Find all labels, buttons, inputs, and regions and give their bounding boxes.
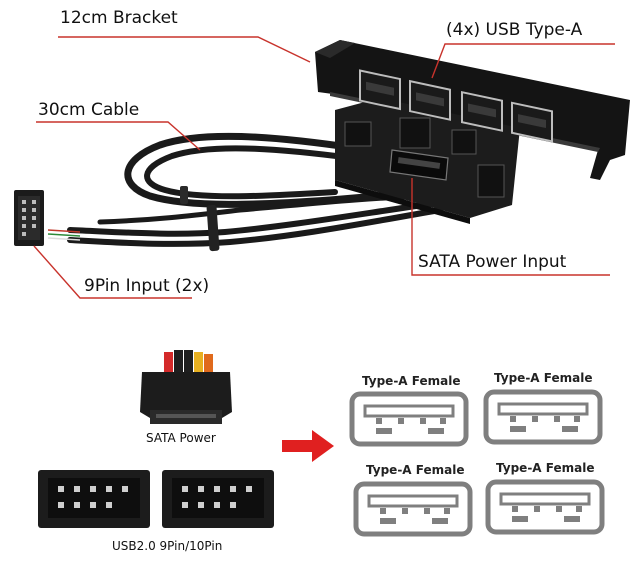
strand-red: [47, 229, 81, 233]
arrow-right-icon: [282, 430, 334, 462]
label-sata-power: SATA Power: [146, 431, 216, 445]
callout-line-pin: [33, 245, 192, 299]
card-usb-port-4: [511, 101, 553, 143]
callout-line-bracket: [58, 36, 311, 63]
label-usb-header: USB2.0 9Pin/10Pin: [112, 539, 223, 553]
sata-socket-slot: [397, 157, 441, 169]
cable-lower-3: [97, 193, 433, 225]
card-usb-port-3: [461, 90, 503, 132]
callout-bracket: 12cm Bracket: [60, 8, 178, 28]
card-usb-port-2: [409, 79, 451, 121]
bracket-top-tab: [315, 40, 355, 58]
callout-line-usb: [431, 43, 615, 79]
port-icon-1: [349, 391, 469, 447]
callout-line-cable: [36, 121, 201, 151]
wire-red: [164, 352, 173, 372]
wire-black-1: [174, 350, 183, 372]
cable-strands: [47, 229, 81, 241]
sata-power-plug: [140, 350, 232, 424]
pcb-header-left: [344, 121, 372, 147]
cable-tie-1: [206, 204, 220, 252]
usb-header-right: [162, 470, 274, 528]
port-title-2: Type-A Female: [494, 371, 593, 385]
cable-lower-1: [67, 201, 433, 237]
pcb-header-mid: [399, 117, 431, 149]
port-icon-2: [483, 389, 603, 445]
pcb-board: [335, 98, 520, 224]
connector-pins: [22, 200, 36, 236]
wire-yellow: [194, 352, 203, 372]
port-title-3: Type-A Female: [366, 463, 465, 477]
callout-line-sata: [411, 178, 610, 276]
card-usb-port-1: [359, 69, 401, 111]
callout-lines: [33, 36, 615, 299]
sata-plug-slot: [156, 414, 216, 418]
nine-pin-connector: [14, 190, 44, 246]
cable-loop-inner: [144, 145, 355, 200]
callout-usb-type-a: (4x) USB Type-A: [446, 20, 583, 40]
connector-face: [18, 196, 40, 240]
usb-header-left: [38, 470, 150, 528]
pcb-header-right: [451, 129, 477, 155]
cable-tie-2: [180, 186, 188, 204]
pcb-header-far: [477, 164, 505, 198]
strand-green: [47, 233, 81, 237]
port-title-4: Type-A Female: [496, 461, 595, 475]
callout-sata-input: SATA Power Input: [418, 252, 567, 272]
port-title-1: Type-A Female: [362, 374, 461, 388]
callout-pin-input: 9Pin Input (2x): [84, 276, 210, 296]
port-icon-3: [353, 481, 473, 537]
wire-orange: [204, 354, 213, 372]
cable-lower-2: [67, 207, 443, 247]
pcb-front-edge: [335, 180, 470, 224]
wire-black-2: [184, 350, 193, 372]
port-icon-4: [485, 479, 605, 535]
callout-cable: 30cm Cable: [38, 100, 140, 120]
usb-ports-on-card: [359, 69, 553, 143]
strand-white: [47, 237, 81, 241]
cable-bundle: [67, 132, 444, 247]
sata-plug-body: [140, 372, 232, 418]
